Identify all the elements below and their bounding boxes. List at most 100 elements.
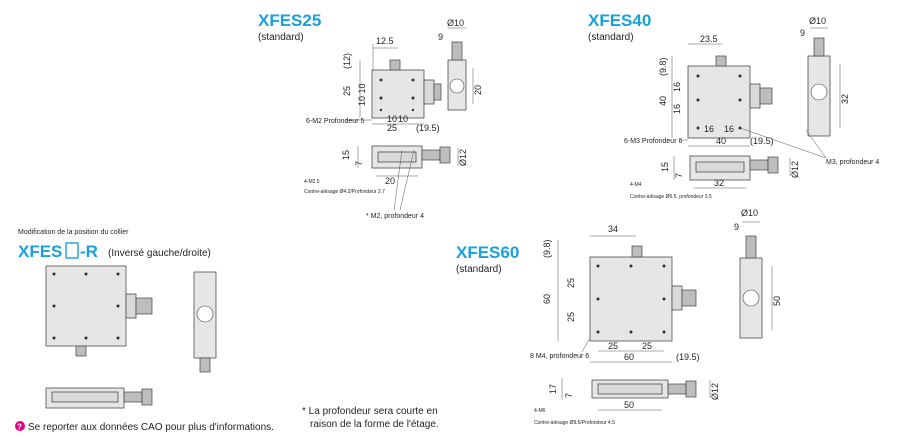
xfes60-dim-25a: 25 [566,278,576,288]
xfes60-cb-b: Contre-alésage Ø9.5/Profondeur 4.5 [534,420,615,426]
xfes40-dim-19-5: (19.5) [750,136,774,146]
xfes60-front-knob [685,380,697,398]
xfes25-dim-9: 9 [438,32,443,42]
xfes40-subtitle: (standard) [588,32,634,43]
xfes25-dim-10-10: 10 10 [357,83,367,106]
xfes60-dim-60: 60 [542,294,552,304]
xfes25-dim-19-5: (19.5) [416,123,440,133]
xfes40-dim-phi12: Ø12 [790,161,800,178]
reverse-side-knob [199,357,211,373]
xfes40-front-rail [695,161,745,173]
xfes60-clamp-knob [631,245,643,258]
xfes25-holes [379,78,415,112]
xfes40-dim-16d: 16 [724,124,734,134]
reverse-size-box [65,242,79,259]
xfes60-dim-25c: 25 [608,341,618,351]
reverse-front-micrometer [123,391,143,403]
cad-note: Se reporter aux données CAO pour plus d'… [28,422,274,433]
xfes40-dim-16: 16 [672,82,682,92]
xfes40-top-plate [687,65,751,139]
xfes25-subtitle: (standard) [258,32,304,43]
reverse-micrometer [135,297,153,315]
xfes25-front-micrometer [421,149,441,161]
footnotes: ? Se reporter aux données CAO pour plus … [15,406,439,433]
xfes40-front-micrometer [749,159,769,171]
xfes60-panel: XFES60 (standard) 34 (9.8) 60 25 25 25 2… [456,208,782,426]
xfes40-dim-9: 9 [800,28,805,38]
xfes40-dim-40: 40 [658,96,668,106]
xfes40-cb-a: 4-M4 [630,182,642,188]
xfes40-cb-b: Contre-alésage Ø6.5, profondeur 3.5 [630,194,712,200]
xfes60-dim-17: 17 [548,384,558,394]
xfes40-dim-7: 7 [674,173,684,178]
xfes60-cb-a: 4-M6 [534,408,546,414]
xfes60-holes [596,264,666,334]
depth-note-line2: raison de la forme de l'étage. [310,419,439,430]
reverse-title-b: -R [80,242,98,261]
xfes60-front-rail [597,383,663,395]
xfes25-clamp-knob [389,59,401,71]
xfes40-dim-phi10: Ø10 [809,16,826,26]
xfes25-dim-12: (12) [342,53,352,69]
xfes40-panel: XFES40 (standard) 23.5 (9.8) 40 16 16 16… [588,11,879,200]
xfes60-top-plate [589,256,673,342]
cad-info-icon [15,421,25,431]
xfes40-title: XFES40 [588,11,651,30]
reverse-title-a: XFES [18,242,62,261]
xfes60-dim-7: 7 [564,393,574,398]
xfes40-side-block [749,83,761,109]
xfes40-dim-32b: 32 [714,178,724,188]
xfes60-dim-25b: 25 [566,312,576,322]
xfes60-dim-34: 34 [608,224,618,234]
reverse-subtitle: (Inversé gauche/droite) [108,248,211,259]
reverse-side-block [125,293,137,319]
xfes25-dim-phi12: Ø12 [458,149,468,166]
xfes40-front-knob [767,156,779,174]
xfes60-dim-phi10: Ø10 [741,208,758,218]
xfes25-front-knob [439,146,451,164]
xfes60-dim-phi12: Ø12 [710,383,720,400]
depth-note-line1: * La profondeur sera courte en [302,406,438,417]
xfes60-dim-60b: 60 [624,352,634,362]
xfes25-dim-phi10: Ø10 [447,18,464,28]
xfes25-dim-7: 7 [354,161,364,166]
reverse-top-plate [45,265,127,347]
xfes25-cb-a: 4-M2.5 [304,179,320,185]
xfes60-subtitle: (standard) [456,264,502,275]
xfes40-clamp-knob [715,55,727,67]
xfes25-m2-note: * M2, profondeur 4 [366,213,424,220]
xfes25-dim-20b: 20 [385,176,395,186]
xfes60-title: XFES60 [456,243,519,262]
xfes25-top-plate [371,69,425,119]
xfes25-dim-25b: 25 [387,123,397,133]
xfes25-tap-note: 6-M2 Profondeur 5 [306,118,364,125]
xfes25-dim-20: 20 [473,85,483,95]
xfes60-front-micrometer [667,383,687,395]
xfes40-dim-16b: 16 [672,104,682,114]
svg-text:?: ? [17,423,22,432]
xfes25-front-rail [377,151,417,163]
xfes40-dim-23-5: 23.5 [700,34,718,44]
reverse-holes [52,272,120,340]
xfes40-dim-16c: 16 [704,124,714,134]
xfes25-dim-10b: 10 [398,114,408,124]
xfes40-side-dial [810,83,828,101]
xfes60-dim-25d: 25 [642,341,652,351]
xfes25-dim-15: 15 [341,150,351,160]
xfes40-dim-9-8: (9.8) [658,57,668,76]
xfes25-micrometer [433,83,442,101]
reverse-panel: Modification de la position du collier X… [18,229,217,409]
reverse-side-dial [196,305,214,323]
xfes60-tap-note: 8 M4, profondeur 6 [530,353,589,360]
xfes25-dim-25: 25 [342,86,352,96]
xfes25-dim-12-5: 12.5 [376,36,394,46]
xfes40-dim-32: 32 [840,94,850,104]
xfes60-dim-50b: 50 [624,400,634,410]
xfes40-m3-note: M3, profondeur 4 [826,159,879,166]
xfes40-side-knob [813,37,825,57]
xfes25-side-dial [449,78,465,94]
xfes40-tap-note: 6-M3 Profondeur 6 [624,138,682,145]
xfes60-side-dial [742,289,760,307]
xfes40-dim-15: 15 [660,162,670,172]
